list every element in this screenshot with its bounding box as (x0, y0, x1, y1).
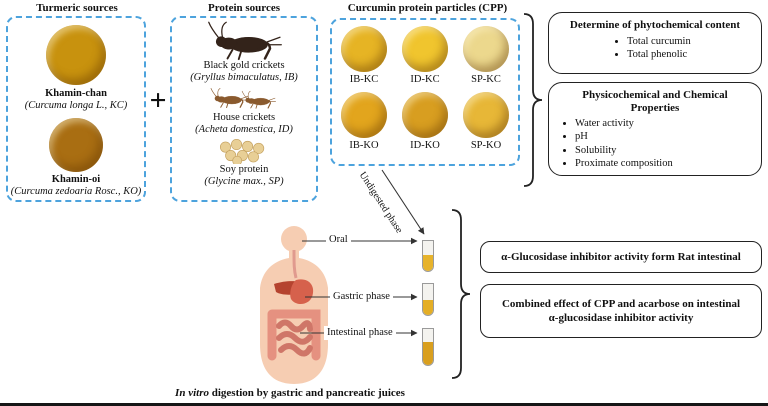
gastric-test-tube (422, 283, 434, 316)
soy-beans-image (219, 138, 265, 164)
bullet-total-phenolic: Total phenolic (627, 48, 761, 61)
glucosidase-activity-box: α-Glucosidase inhibitor activity form Ra… (480, 241, 762, 273)
house-crickets-latin: (Acheta domestica, ID) (195, 124, 293, 135)
physicochemical-bullets: Water activity pH Solubility Proximate c… (575, 117, 761, 170)
brace-digestion-to-results (451, 209, 471, 379)
phytochemical-title: Determine of phytochemical content (569, 19, 741, 31)
sample-ib-ko-powder (341, 92, 387, 138)
protein-title: Protein sources (208, 2, 280, 14)
soy-protein-latin: (Glycine max., SP) (204, 176, 284, 187)
sample-ib-kc-label: IB-KC (349, 74, 379, 85)
gastric-tube-liquid (423, 299, 433, 315)
khamin-chan-name: Khamin-chan (45, 88, 107, 99)
sample-sp-ko-label: SP-KO (470, 140, 502, 151)
house-crickets-image (210, 87, 277, 109)
sample-sp-ko-powder (463, 92, 509, 138)
plus-sign: + (149, 84, 167, 117)
turmeric-title: Turmeric sources (36, 2, 118, 14)
gastric-phase-label: Gastric phase (330, 290, 393, 304)
stomach-shape (290, 279, 314, 305)
bullet-total-curcumin: Total curcumin (627, 35, 761, 48)
bullet-ph: pH (575, 130, 761, 143)
intestinal-test-tube (422, 328, 434, 366)
bullet-solubility: Solubility (575, 144, 761, 157)
intestinal-phase-label: Intestinal phase (324, 326, 396, 340)
caption-rest-part: digestion by gastric and pancreatic juic… (208, 387, 405, 399)
bullet-water-activity: Water activity (575, 117, 761, 130)
caption-italic-part: In vitro (175, 387, 209, 399)
khamin-chan-powder (46, 25, 106, 85)
soy-protein-name: Soy protein (219, 164, 269, 175)
black-gold-crickets-name: Black gold crickets (203, 60, 285, 71)
head-shape (281, 226, 307, 252)
khamin-chan-latin: (Curcuma longa L., KC) (24, 100, 128, 111)
oral-test-tube (422, 240, 434, 272)
brace-cpp-to-analyses (523, 13, 543, 187)
protein-box (170, 16, 318, 202)
black-gold-cricket-image (199, 21, 291, 61)
small-intestine-shape (276, 319, 313, 357)
sample-id-kc-powder (402, 26, 448, 72)
esophagus-shape (292, 249, 298, 279)
black-gold-crickets-latin: (Gryllus bimaculatus, IB) (190, 72, 298, 83)
sample-ib-kc-powder (341, 26, 387, 72)
oral-tube-liquid (423, 254, 433, 271)
large-intestine-shape (267, 309, 321, 361)
sample-id-kc-label: ID-KC (410, 74, 440, 85)
cpp-box (330, 18, 520, 166)
bullet-proximate-composition: Proximate composition (575, 157, 761, 170)
figure-bottom-border (0, 403, 768, 406)
sample-sp-kc-powder (463, 26, 509, 72)
oral-phase-label: Oral (326, 233, 351, 247)
sample-id-ko-label: ID-KO (410, 140, 440, 151)
phytochemical-box: Determine of phytochemical content Total… (548, 12, 762, 74)
intestinal-tube-liquid (423, 341, 433, 365)
phytochemical-bullets: Total curcumin Total phenolic (627, 35, 761, 61)
turmeric-box (6, 16, 146, 202)
physicochemical-title: Physicochemical and Chemical Properties (582, 89, 728, 114)
cpp-title: Curcumin protein particles (CPP) (347, 2, 508, 14)
khamin-oi-name: Khamin-oi (51, 174, 101, 185)
undigested-phase-label: Undigested phase (356, 170, 405, 236)
digestion-caption: In vitro digestion by gastric and pancre… (140, 387, 440, 399)
khamin-oi-latin: (Curcuma zedoaria Rosc., KO) (10, 186, 142, 197)
house-crickets-name: House crickets (212, 112, 276, 123)
khamin-oi-powder (49, 118, 103, 172)
sample-id-ko-powder (402, 92, 448, 138)
physicochemical-box: Physicochemical and Chemical Properties … (548, 82, 762, 176)
sample-sp-kc-label: SP-KC (471, 74, 501, 85)
human-body-illustration (260, 226, 328, 384)
combined-effect-box: Combined effect of CPP and acarbose on i… (480, 284, 762, 338)
sample-ib-ko-label: IB-KO (349, 140, 379, 151)
